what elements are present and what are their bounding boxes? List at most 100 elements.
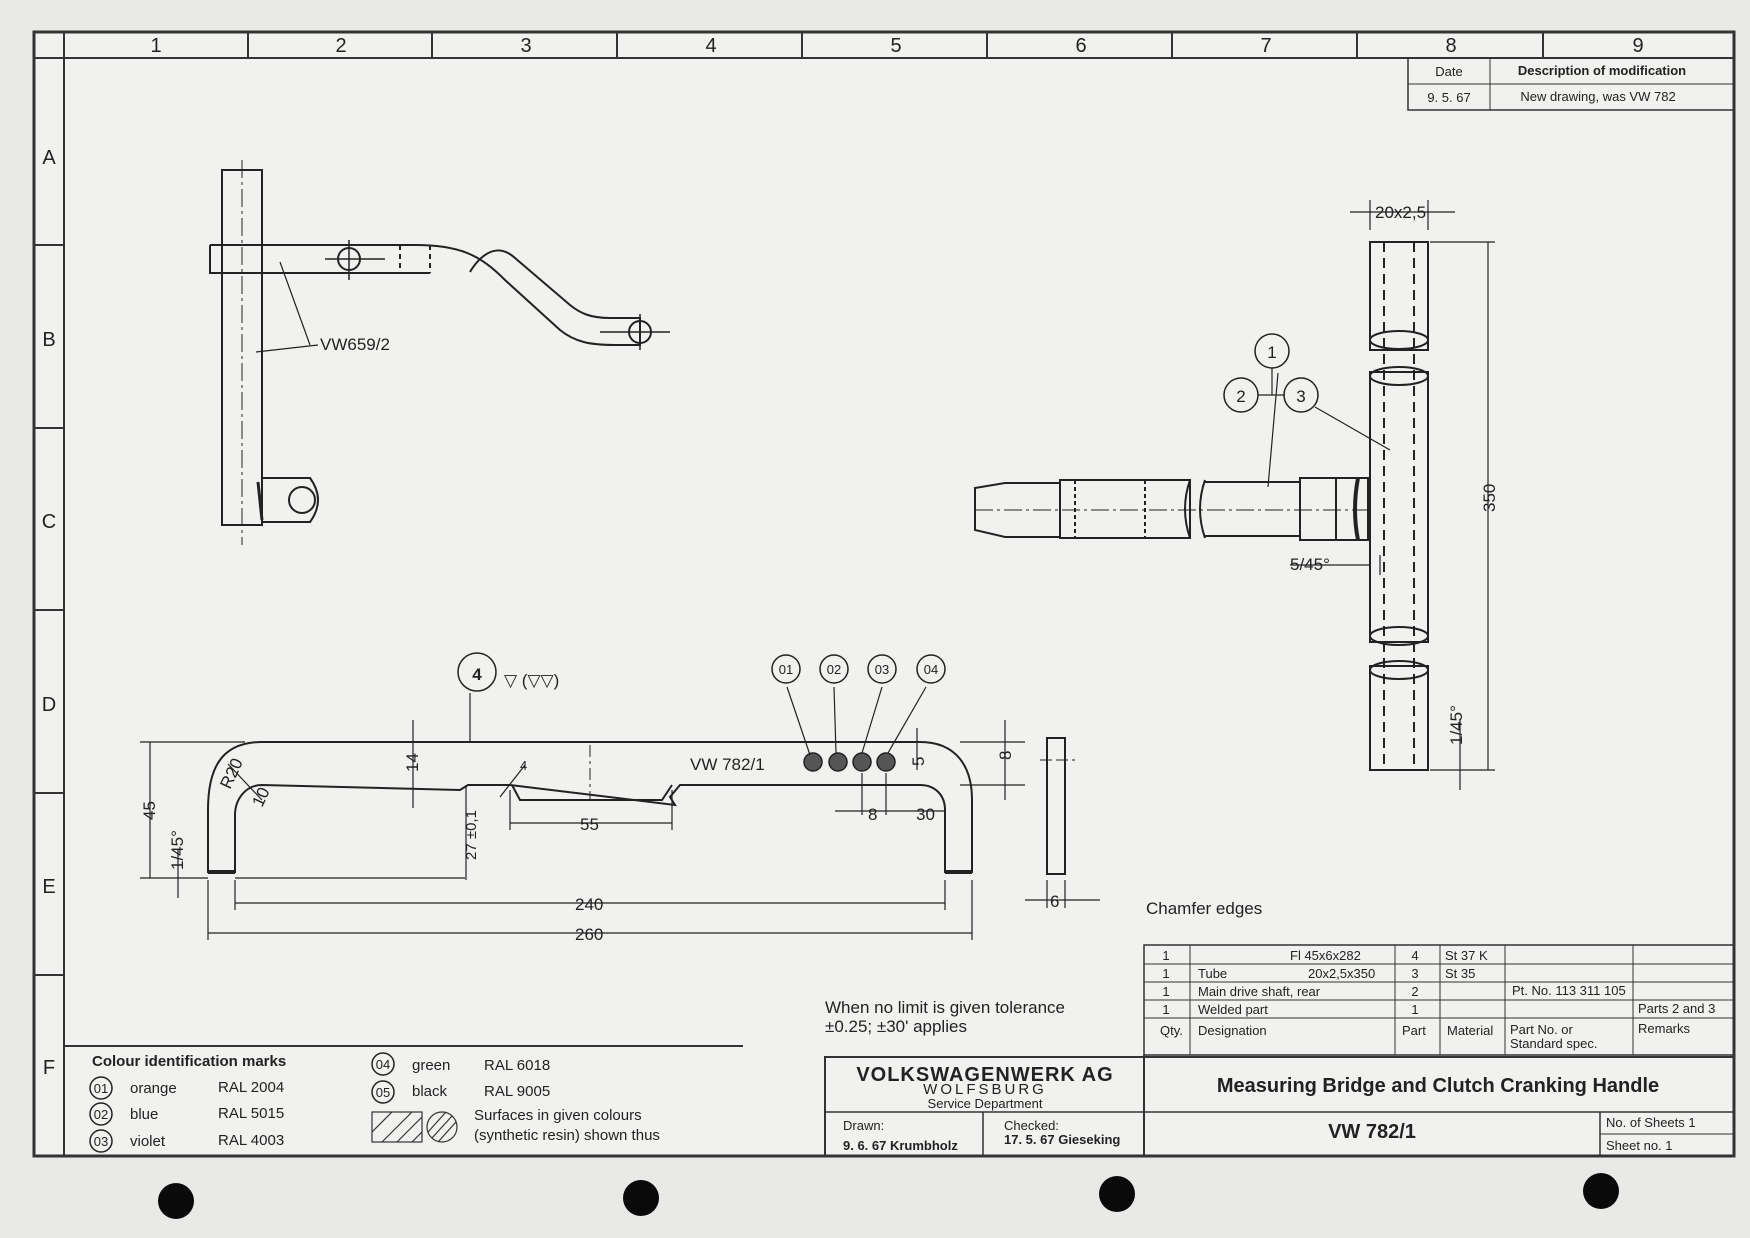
dim-8-bottom: 8 <box>868 805 877 824</box>
svg-text:black: black <box>412 1083 448 1100</box>
zone-col-7: 7 <box>1260 35 1271 57</box>
dim-5: 5 <box>909 757 928 766</box>
title-block <box>824 1055 1735 1157</box>
balloon-4: 4 <box>457 652 497 692</box>
parts-row-3: 1 Main drive shaft, rear 2 Pt. No. 113 3… <box>1162 983 1625 999</box>
dim-14: 14 <box>403 753 422 772</box>
svg-text:green: green <box>412 1057 450 1074</box>
surface-finish-mark: ▽ (▽▽) <box>504 671 559 690</box>
colour-item-05: 05 black RAL 9005 <box>371 1080 550 1104</box>
svg-text:01: 01 <box>94 1081 108 1096</box>
svg-text:Designation: Designation <box>1198 1023 1267 1038</box>
svg-text:violet: violet <box>130 1133 166 1150</box>
svg-text:3: 3 <box>1296 387 1305 406</box>
dim-20x25: 20x2,5 <box>1375 203 1426 222</box>
zone-row-f: F <box>43 1057 55 1079</box>
zone-row-e: E <box>42 876 55 898</box>
colour-item-01: 01 orange RAL 2004 <box>89 1076 284 1100</box>
company-dept: Service Department <box>928 1096 1043 1111</box>
mod-desc-header: Description of modification <box>1518 63 1686 78</box>
view-cranking-handle <box>974 241 1429 771</box>
column-dividers <box>247 32 1544 58</box>
surfaces-note-1: Surfaces in given colours <box>474 1107 642 1124</box>
hatch-swatch-icon <box>371 1111 458 1143</box>
svg-text:4: 4 <box>472 665 482 684</box>
dim-5-45: 5/45° <box>1290 555 1330 574</box>
drawing-title: Measuring Bridge and Clutch Cranking Han… <box>1217 1075 1659 1097</box>
mod-date-header: Date <box>1435 64 1462 79</box>
zone-col-6: 6 <box>1075 35 1086 57</box>
zone-col-5: 5 <box>890 35 901 57</box>
balloon-2: 2 <box>1223 377 1259 413</box>
right-view-dims <box>1267 200 1495 790</box>
drawn-label: Drawn: <box>843 1118 884 1133</box>
row-dividers <box>34 244 64 976</box>
svg-text:blue: blue <box>130 1106 158 1123</box>
note-tolerance-2: ±0.25; ±30' applies <box>825 1017 967 1036</box>
svg-text:Material: Material <box>1447 1023 1493 1038</box>
svg-text:2: 2 <box>1236 387 1245 406</box>
zone-col-1: 1 <box>150 35 161 57</box>
balloon-3: 3 <box>1283 377 1319 413</box>
dim-4: 4 <box>520 758 527 773</box>
dim-350: 350 <box>1480 484 1499 512</box>
zone-col-8: 8 <box>1445 35 1456 57</box>
svg-text:1: 1 <box>1267 343 1276 362</box>
dim-30: 30 <box>916 805 935 824</box>
svg-text:1: 1 <box>1162 984 1169 999</box>
svg-text:2: 2 <box>1411 984 1418 999</box>
view-flat-bar <box>207 737 1075 875</box>
balloon-04: 04 <box>916 654 946 684</box>
svg-text:St 35: St 35 <box>1445 966 1475 981</box>
svg-text:orange: orange <box>130 1080 177 1097</box>
surfaces-note-2: (synthetic resin) shown thus <box>474 1127 660 1144</box>
svg-text:St 37 K: St 37 K <box>1445 948 1488 963</box>
svg-text:Main drive shaft, rear: Main drive shaft, rear <box>1198 984 1321 999</box>
svg-text:Fl 45x6x282: Fl 45x6x282 <box>1290 948 1361 963</box>
zone-row-b: B <box>42 329 55 351</box>
parts-list <box>1143 944 1735 1056</box>
colour-item-03: 03 violet RAL 4003 <box>89 1129 284 1153</box>
zone-col-2: 2 <box>335 35 346 57</box>
svg-text:Part No. or: Part No. or <box>1510 1022 1574 1037</box>
sheets-count: No. of Sheets 1 <box>1606 1115 1696 1130</box>
view-bridge-side <box>209 160 670 545</box>
svg-text:1: 1 <box>1162 1002 1169 1017</box>
dim-55: 55 <box>580 815 599 834</box>
svg-text:03: 03 <box>875 662 889 677</box>
svg-text:Part: Part <box>1402 1023 1426 1038</box>
zone-row-a: A <box>42 147 56 169</box>
dim-240: 240 <box>575 895 603 914</box>
modification-table: Date Description of modification 9. 5. 6… <box>1407 57 1735 111</box>
bottom-view-dims <box>140 686 1100 940</box>
dim-1-45-bottom: 1/45° <box>168 830 187 870</box>
dim-1-45-right: 1/45° <box>1447 705 1466 745</box>
svg-text:RAL 9005: RAL 9005 <box>484 1083 550 1100</box>
parts-row-2: 1 Tube 20x2,5x350 3 St 35 <box>1162 966 1475 981</box>
balloon-03: 03 <box>867 654 897 684</box>
dim-260: 260 <box>575 925 603 944</box>
svg-text:1: 1 <box>1411 1002 1418 1017</box>
sheet-number: Sheet no. 1 <box>1606 1138 1673 1153</box>
svg-text:RAL 4003: RAL 4003 <box>218 1132 284 1149</box>
svg-text:RAL 6018: RAL 6018 <box>484 1057 550 1074</box>
colour-dots <box>803 752 896 772</box>
svg-text:04: 04 <box>376 1057 390 1072</box>
balloon-01: 01 <box>771 654 801 684</box>
binder-holes <box>158 1173 1619 1219</box>
balloon-02: 02 <box>819 654 849 684</box>
svg-text:02: 02 <box>827 662 841 677</box>
svg-text:Pt. No. 113 311 105: Pt. No. 113 311 105 <box>1512 983 1626 998</box>
dim-8-right: 8 <box>996 751 1015 760</box>
company-name: VOLKSWAGENWERK AG <box>856 1064 1113 1086</box>
svg-text:01: 01 <box>779 662 793 677</box>
note-tolerance-1: When no limit is given tolerance <box>825 998 1065 1017</box>
colour-item-02: 02 blue RAL 5015 <box>89 1102 284 1126</box>
svg-text:Standard spec.: Standard spec. <box>1510 1036 1597 1051</box>
drawing-number: VW 782/1 <box>1328 1121 1416 1143</box>
checked-value: 17. 5. 67 Gieseking <box>1004 1132 1120 1147</box>
zone-col-4: 4 <box>705 35 716 57</box>
svg-text:Welded part: Welded part <box>1198 1002 1268 1017</box>
